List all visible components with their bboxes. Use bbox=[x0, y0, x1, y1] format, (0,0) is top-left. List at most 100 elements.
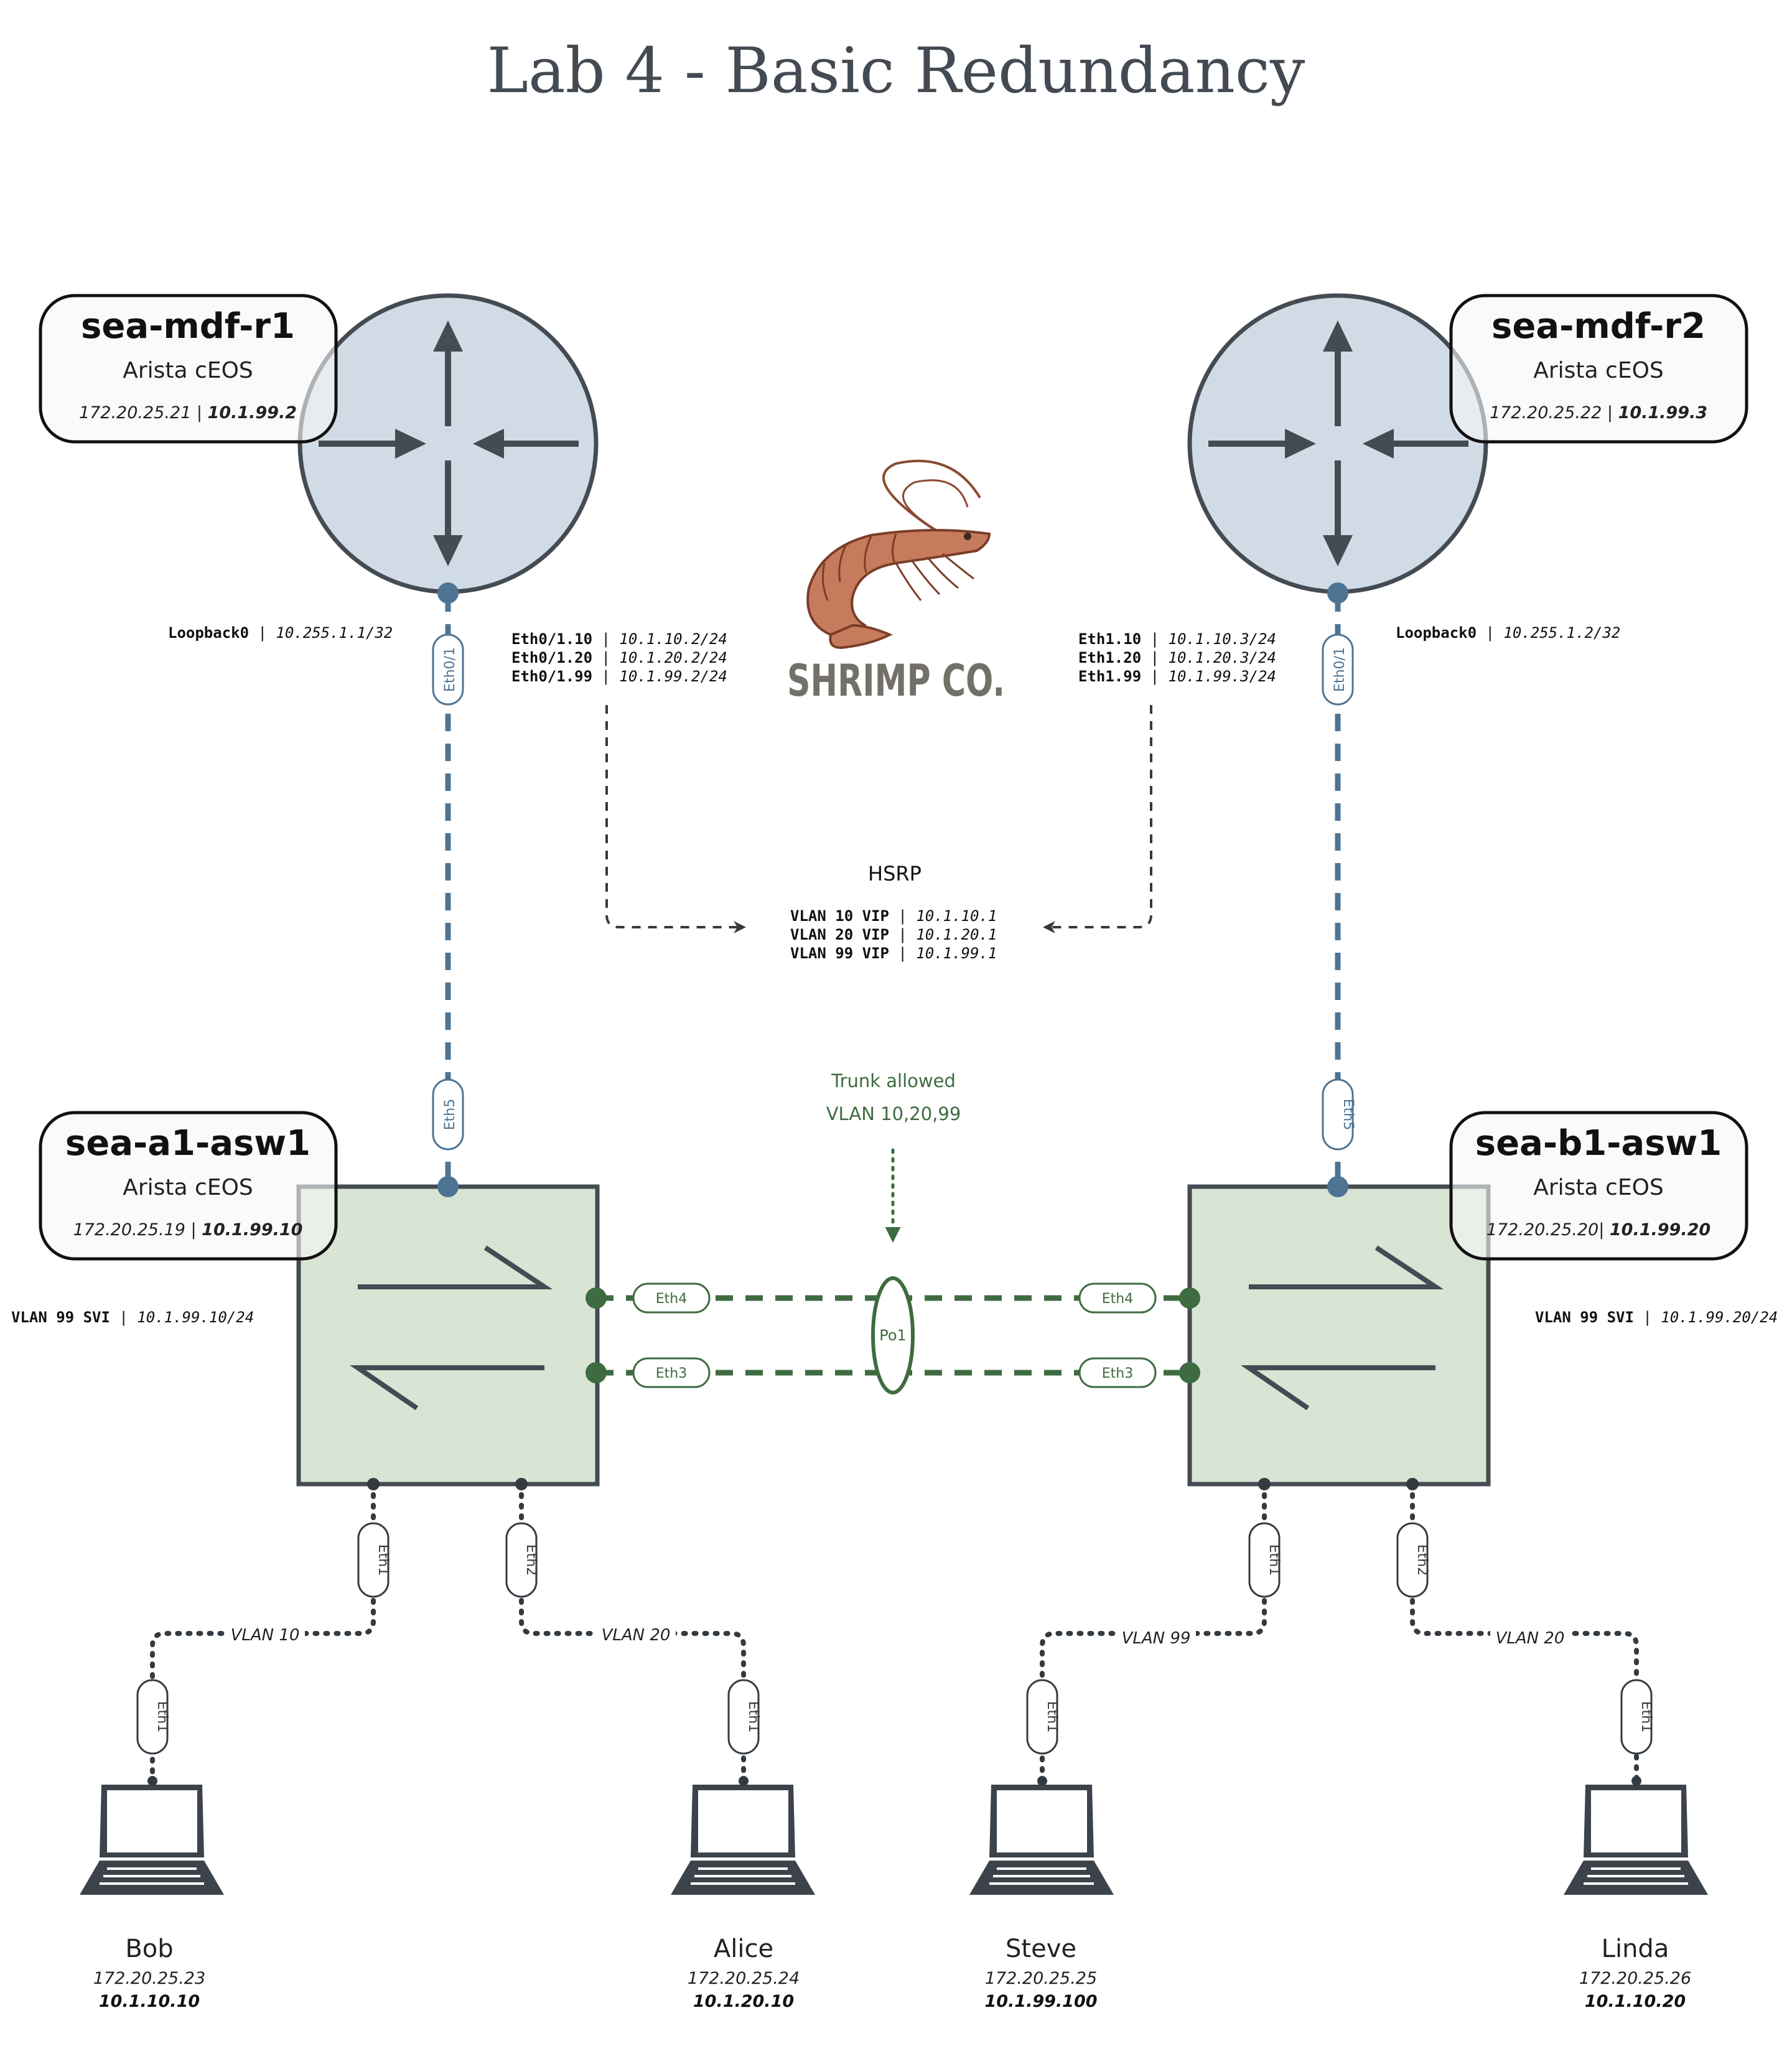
port-b1-eth4: Eth4 bbox=[1078, 1282, 1157, 1314]
svg-text:Eth3: Eth3 bbox=[656, 1366, 687, 1381]
svg-text:Eth0/1.20 | 10.1.20.2/24: Eth0/1.20 | 10.1.20.2/24 bbox=[511, 649, 727, 666]
router-r1-port-dot bbox=[437, 582, 459, 604]
svg-text:VLAN 20: VLAN 20 bbox=[602, 1626, 671, 1645]
svg-text:Eth1: Eth1 bbox=[375, 1544, 391, 1576]
svg-text:Eth0/1.10 | 10.1.10.2/24: Eth0/1.10 | 10.1.10.2/24 bbox=[511, 630, 727, 648]
host-name: Bob bbox=[125, 1935, 173, 1963]
router-r2 bbox=[1187, 293, 1488, 604]
hsrp-arrow-right bbox=[1043, 705, 1152, 933]
device-name: sea-b1-asw1 bbox=[1475, 1123, 1722, 1164]
host-name: Linda bbox=[1602, 1935, 1669, 1963]
port-a1-eth4: Eth4 bbox=[632, 1282, 711, 1314]
switch-a1-eth1-dot bbox=[367, 1478, 380, 1490]
trunk-label-line2: VLAN 10,20,99 bbox=[826, 1103, 961, 1124]
vlan-label-bob: VLAN 10 bbox=[225, 1621, 305, 1646]
port-b1-eth3: Eth3 bbox=[1078, 1357, 1157, 1388]
hsrp-arrow-left bbox=[605, 705, 746, 933]
host-ip: 10.1.10.20 bbox=[1585, 1992, 1686, 2011]
switch-b1-body bbox=[1187, 1184, 1491, 1487]
svg-text:Eth4: Eth4 bbox=[1102, 1291, 1133, 1307]
vlan-label-steve: VLAN 99 bbox=[1116, 1624, 1196, 1649]
svg-text:VLAN 10: VLAN 10 bbox=[231, 1626, 300, 1645]
shrimp-icon bbox=[806, 459, 991, 649]
svg-text:VLAN 99 VIP | 10.1.99.1: VLAN 99 VIP | 10.1.99.1 bbox=[790, 945, 997, 962]
switch-b1-eth3-dot bbox=[1179, 1362, 1200, 1383]
host-ip: 10.1.10.10 bbox=[99, 1992, 200, 2011]
svg-text:Eth1.99 | 10.1.99.3/24: Eth1.99 | 10.1.99.3/24 bbox=[1078, 668, 1276, 685]
switch-icon bbox=[1241, 1245, 1444, 1411]
svg-text:Eth5: Eth5 bbox=[1340, 1099, 1356, 1130]
port-steve-eth1: Eth1 bbox=[1026, 1679, 1060, 1755]
host-ip: 10.1.99.100 bbox=[984, 1992, 1097, 2011]
svg-text:Eth1: Eth1 bbox=[1044, 1701, 1060, 1732]
svg-text:Eth1: Eth1 bbox=[1266, 1544, 1282, 1576]
switch-icon bbox=[350, 1245, 553, 1411]
vlan-label-linda: VLAN 20 bbox=[1490, 1624, 1570, 1649]
port-a1-eth1: Eth1 bbox=[357, 1522, 391, 1598]
device-model: Arista cEOS bbox=[1533, 358, 1664, 383]
switch-b1-eth1-dot bbox=[1258, 1478, 1271, 1490]
switch-b1-label: sea-b1-asw1 Arista cEOS 172.20.25.20| 10… bbox=[1449, 1111, 1748, 1261]
trunk-label-line1: Trunk allowed bbox=[831, 1070, 956, 1091]
device-model: Arista cEOS bbox=[123, 1175, 253, 1200]
svg-text:Po1: Po1 bbox=[879, 1327, 907, 1344]
port-b1-eth2: Eth2 bbox=[1396, 1522, 1430, 1598]
router-icon bbox=[1208, 320, 1468, 566]
switch-a1-eth2-dot bbox=[515, 1478, 528, 1490]
router-r2-port-dot bbox=[1327, 582, 1348, 604]
host-bob: Bob 172.20.25.23 10.1.10.10 bbox=[80, 1776, 224, 2011]
switch-b1-eth5-dot bbox=[1327, 1176, 1348, 1197]
host-ip: 10.1.20.10 bbox=[693, 1992, 794, 2011]
laptop-icon bbox=[1564, 1785, 1708, 1895]
hsrp-title: HSRP bbox=[868, 862, 922, 885]
svg-text:Eth0/1: Eth0/1 bbox=[1332, 647, 1348, 692]
switch-a1-body bbox=[296, 1184, 600, 1487]
device-ips: 172.20.25.20| 10.1.99.20 bbox=[1486, 1220, 1710, 1240]
loopback-r1: Loopback0 | 10.255.1.1/32 bbox=[168, 624, 393, 642]
svi-b1: VLAN 99 SVI | 10.1.99.20/24 bbox=[1535, 1309, 1778, 1326]
vlan-label-alice: VLAN 20 bbox=[596, 1621, 676, 1646]
port-r2-uplink: Eth0/1 bbox=[1322, 633, 1354, 706]
port-a1-eth2: Eth2 bbox=[505, 1522, 539, 1598]
device-model: Arista cEOS bbox=[123, 358, 253, 383]
host-alice: Alice 172.20.25.24 10.1.20.10 bbox=[671, 1776, 815, 2011]
device-name: sea-mdf-r1 bbox=[81, 306, 295, 347]
host-steve: Steve 172.20.25.25 10.1.99.100 bbox=[969, 1776, 1114, 2011]
switch-a1-label: sea-a1-asw1 Arista cEOS 172.20.25.19 | 1… bbox=[39, 1111, 338, 1261]
laptop-icon bbox=[969, 1785, 1114, 1895]
svg-text:Eth1.10 | 10.1.10.3/24: Eth1.10 | 10.1.10.3/24 bbox=[1078, 630, 1276, 648]
laptop-icon bbox=[671, 1785, 815, 1895]
port-channel-po1: Po1 bbox=[871, 1276, 915, 1394]
device-model: Arista cEOS bbox=[1533, 1175, 1664, 1200]
host-name: Steve bbox=[1006, 1935, 1076, 1963]
router-r1-label: sea-mdf-r1 Arista cEOS 172.20.25.21 | 10… bbox=[39, 294, 338, 444]
svg-text:VLAN 10 VIP | 10.1.10.1: VLAN 10 VIP | 10.1.10.1 bbox=[790, 907, 997, 925]
port-a1-eth3: Eth3 bbox=[632, 1357, 711, 1388]
diagram-title: Lab 4 - Basic Redundancy bbox=[487, 34, 1305, 107]
port-bob-eth1: Eth1 bbox=[136, 1679, 170, 1755]
svg-text:VLAN 20: VLAN 20 bbox=[1496, 1629, 1565, 1648]
r2-subinterfaces: Eth1.10 | 10.1.10.3/24 Eth1.20 | 10.1.20… bbox=[1078, 630, 1276, 685]
svi-a1: VLAN 99 SVI | 10.1.99.10/24 bbox=[11, 1309, 254, 1326]
shrimp-co-logo: SHRIMP CO. bbox=[787, 459, 1005, 706]
laptop-icon bbox=[80, 1785, 224, 1895]
device-name: sea-mdf-r2 bbox=[1491, 306, 1706, 347]
port-alice-eth1: Eth1 bbox=[727, 1679, 761, 1755]
svg-text:Eth5: Eth5 bbox=[442, 1099, 458, 1130]
svg-text:Eth0/1: Eth0/1 bbox=[442, 647, 458, 692]
host-linda: Linda 172.20.25.26 10.1.10.20 bbox=[1564, 1776, 1708, 2011]
svg-text:VLAN 99: VLAN 99 bbox=[1122, 1629, 1191, 1648]
svg-text:Eth1: Eth1 bbox=[1638, 1701, 1654, 1732]
device-ips: 172.20.25.19 | 10.1.99.10 bbox=[73, 1220, 303, 1240]
svg-text:Eth4: Eth4 bbox=[656, 1291, 687, 1307]
host-mgmt-ip: 172.20.25.24 bbox=[688, 1969, 800, 1988]
host-name: Alice bbox=[714, 1935, 773, 1963]
port-linda-eth1: Eth1 bbox=[1620, 1679, 1654, 1755]
logo-text: SHRIMP CO. bbox=[787, 655, 1005, 706]
port-r1-uplink: Eth0/1 bbox=[432, 633, 464, 706]
switch-b1-eth2-dot bbox=[1406, 1478, 1419, 1490]
svg-text:Eth2: Eth2 bbox=[523, 1544, 539, 1576]
device-ips: 172.20.25.22 | 10.1.99.3 bbox=[1490, 403, 1707, 423]
svg-text:Eth1.20 | 10.1.20.3/24: Eth1.20 | 10.1.20.3/24 bbox=[1078, 649, 1276, 666]
r1-subinterfaces: Eth0/1.10 | 10.1.10.2/24 Eth0/1.20 | 10.… bbox=[511, 630, 727, 685]
